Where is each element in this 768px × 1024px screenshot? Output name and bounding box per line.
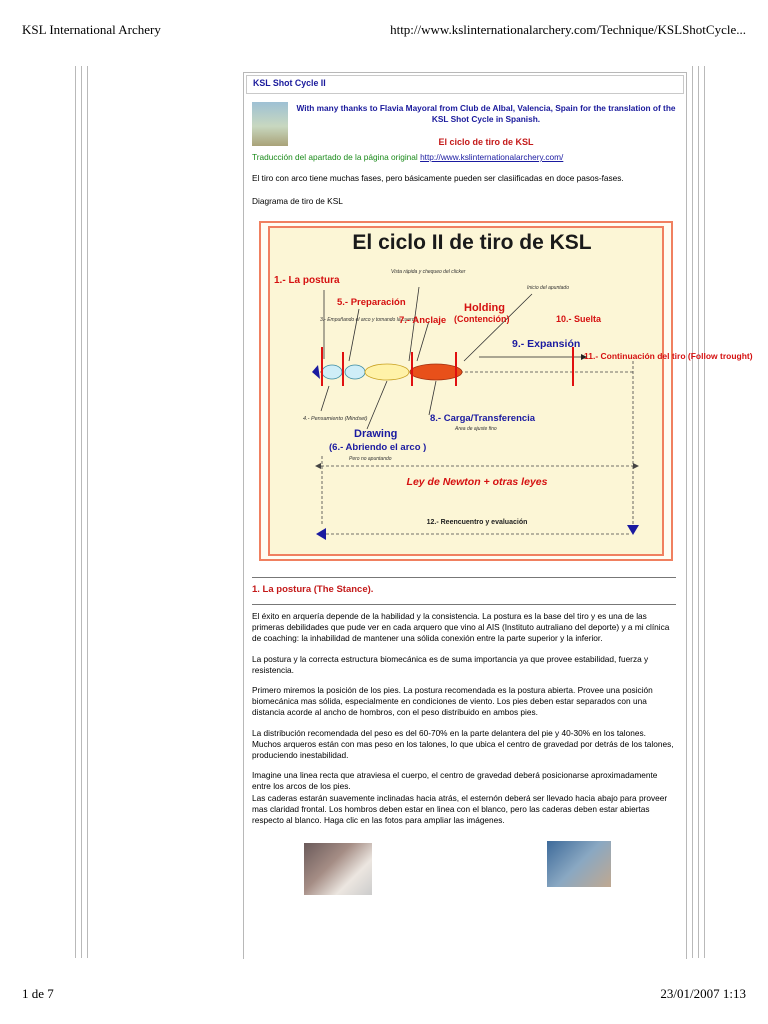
label-postura: 1.- La postura [274,275,340,286]
diagram-inner-frame [268,225,664,556]
paragraph-line: Imagine una linea recta que atraviesa el… [252,770,658,792]
arrow-line [366,380,388,429]
ellipse-cyan-1 [321,364,343,380]
archer-stance-photo[interactable] [547,841,611,888]
diagram-title: El ciclo II de tiro de KSL [352,231,591,254]
translation-note: Traducción del apartado de la página ori… [252,152,676,163]
spanish-subtitle: El ciclo de tiro de KSL [438,137,534,147]
browser-header-title: KSL International Archery [22,22,161,37]
return-arrowhead-left [316,527,326,540]
shot-cycle-diagram[interactable]: El ciclo II de tiro de KSL 1.- La postur… [259,220,753,561]
label-reencuentro: 12.- Reencuentro y evaluación [427,519,528,526]
content-panel: KSL Shot Cycle II With many thanks to Fl… [243,72,753,959]
print-timestamp: 23/01/2007 1:13 [660,986,746,1001]
browser-header-url: http://www.kslinternationalarchery.com/T… [390,22,746,37]
thanks-block: With many thanks to Flavia Mayoral from … [252,100,676,148]
return-arrowhead-right [627,524,639,535]
label-empunando: 3.- Empuñando el arco y tomando la cuerd… [320,317,417,323]
title-bar: KSL Shot Cycle II [246,75,684,94]
left-frame-border [81,66,88,958]
newton-arrowhead-left [315,462,321,469]
section-heading-text: 1. La postura (The Stance). [252,583,374,595]
label-preparacion: 5.- Preparación [337,297,406,308]
page-count: 1 de 7 [22,986,54,1001]
label-contencion: (Contención) [454,314,510,324]
expansion-arrowhead [581,353,587,360]
label-newton: Ley de Newton + otras leyes [407,476,548,488]
arrow-line [463,293,533,361]
label-expansion: 9.- Expansión [512,338,580,350]
label-holding: Holding [464,302,505,314]
label-abriendo: (6.- Abriendo el arco ) [329,442,426,453]
label-anclaje: 7.- Anclaje [399,315,446,326]
label-inicio: Inicio del apuntado [527,285,569,291]
label-pero: Pero no apuntando [349,456,392,462]
stance-feet-photo[interactable] [304,843,372,896]
photo-row [252,835,676,896]
right-frame-border [698,66,705,958]
arrow-line [416,320,430,361]
translation-note-text: Traducción del apartado de la página ori… [252,152,421,162]
content-body: With many thanks to Flavia Mayoral from … [244,100,753,896]
label-continuacion: 11.- Continuación del tiro (Follow troug… [584,351,753,361]
arrow-line [428,380,437,415]
page-title: KSL Shot Cycle II [253,78,326,88]
section-heading: 1. La postura (The Stance). [252,576,676,606]
ellipse-orange [409,363,463,381]
paragraph: Imagine una linea recta que atraviesa el… [252,770,676,826]
arrow-line [408,286,420,361]
diagram-caption: Diagrama de tiro de KSL [252,196,343,207]
newton-arrowhead-right [633,462,639,469]
arrow-line [320,385,330,411]
label-suelta: 10.- Suelta [556,314,602,324]
start-marker [312,364,320,379]
ellipse-cyan-2 [344,364,366,380]
label-area: Area de ajuste fino [454,426,497,432]
ellipse-yellow [364,363,410,381]
arrow-line [348,308,360,361]
label-drawing: Drawing [354,428,397,440]
original-page-link[interactable]: http://www.kslinternationalarchery.com/ [420,152,564,162]
paragraph: El éxito en arquería depende de la habil… [252,611,670,644]
label-carga: 8.- Carga/Transferencia [430,413,536,424]
paragraph: La postura y la correcta estructura biom… [252,653,649,675]
archer-thumbnail-image[interactable] [252,102,288,146]
paragraph-line: Las caderas estarán suavemente inclinada… [252,792,668,826]
intro-paragraph: El tiro con arco tiene muchas fases, per… [252,173,624,184]
label-pensamiento: 4.- Pensamiento (Mindset) [303,416,368,422]
paragraph: La distribución recomendada del peso es … [252,727,674,761]
thanks-text: With many thanks to Flavia Mayoral from … [296,103,676,125]
paragraph: Primero miremos la posición de los pies.… [252,685,653,718]
label-vista: Vista rápida y chequeo del clicker [391,269,466,275]
